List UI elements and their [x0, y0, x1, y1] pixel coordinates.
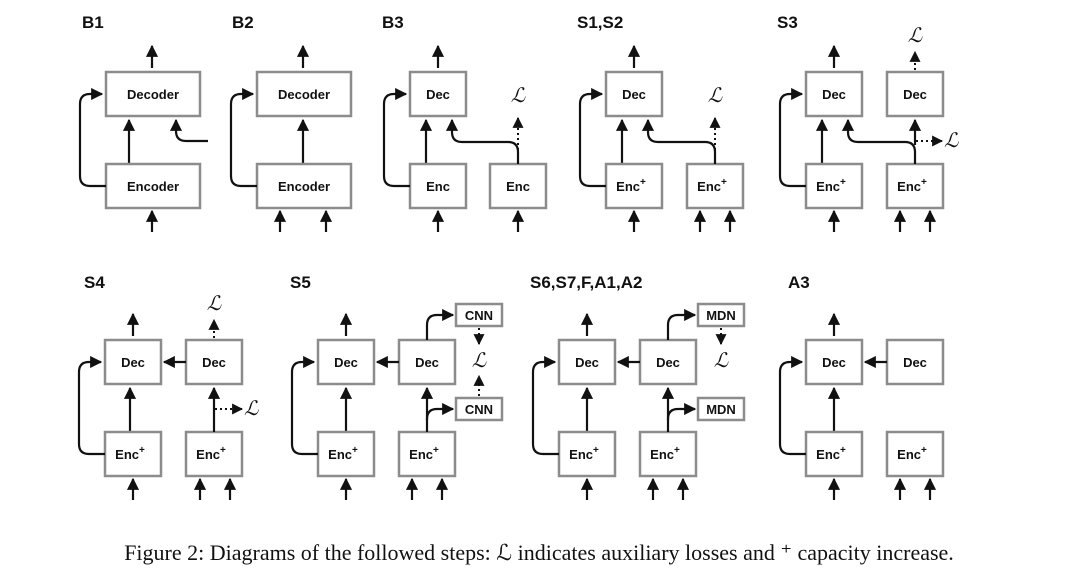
dec-box-2	[885, 70, 945, 118]
dec-box	[408, 70, 468, 118]
aux-loss-symbol-top: ℒ	[207, 291, 222, 315]
dec-box-2	[885, 338, 945, 386]
aux-loss-symbol: ℒ	[472, 348, 487, 372]
dec-box	[103, 338, 163, 386]
panel-s4: S4 Dec Dec ℒ Enc+ Enc+ ℒ	[77, 273, 259, 500]
mdn-box-bottom	[696, 396, 746, 422]
panel-title: B3	[382, 13, 404, 32]
aux-loss-symbol: ℒ	[714, 348, 729, 372]
dec-box	[804, 70, 864, 118]
panel-title: B1	[82, 13, 104, 32]
panel-title: A3	[788, 273, 810, 292]
dec-label: Dec	[426, 87, 450, 102]
panel-a3: A3 Dec Dec Enc+ Enc+	[778, 273, 945, 500]
enc-plus-label: Enc+	[328, 445, 358, 462]
aux-loss-symbol-side: ℒ	[944, 128, 959, 152]
dec-box-2	[397, 338, 457, 386]
enc-plus-label-2: Enc+	[409, 445, 439, 462]
enc-plus-label-2: Enc+	[697, 177, 727, 194]
cnn-label-bottom: CNN	[465, 402, 493, 417]
dec-label-2: Dec	[903, 355, 927, 370]
dec-label: Dec	[575, 355, 599, 370]
encoder-label: Encoder	[278, 179, 330, 194]
dec-label: Dec	[121, 355, 145, 370]
panel-title: S4	[84, 273, 105, 292]
decoder-box	[255, 70, 353, 118]
dec-label-2: Dec	[202, 355, 226, 370]
dec-box	[604, 70, 664, 118]
encoder-box	[104, 162, 202, 210]
panel-title: B2	[232, 13, 254, 32]
enc-plus-box	[604, 162, 664, 210]
dec-box	[804, 338, 864, 386]
enc-label: Enc	[426, 179, 450, 194]
panel-s6-s7-f-a1-a2: S6,S7,F,A1,A2 Dec Dec MDN MDN ℒ Enc+ Enc…	[530, 273, 746, 500]
aux-loss-symbol-side: ℒ	[244, 396, 259, 420]
enc-plus-box-2	[885, 162, 945, 210]
dec-label-2: Dec	[415, 355, 439, 370]
enc-plus-box-2	[184, 430, 244, 478]
enc-plus-box-2	[885, 430, 945, 478]
enc-plus-box-2	[638, 430, 698, 478]
dec-label: Dec	[822, 355, 846, 370]
enc-plus-box-2	[685, 162, 745, 210]
panel-s3: S3 Dec Dec ℒ Enc+ Enc+ ℒ	[777, 13, 959, 232]
decoder-box	[104, 70, 202, 118]
dec-box	[316, 338, 376, 386]
enc-plus-label-2: Enc+	[897, 177, 927, 194]
aux-loss-symbol: ℒ	[511, 83, 526, 107]
cnn-box-bottom	[454, 396, 504, 422]
panel-title: S5	[290, 273, 311, 292]
aux-loss-symbol: ℒ	[708, 83, 723, 107]
cnn-label-top: CNN	[465, 308, 493, 323]
dec-box	[557, 338, 617, 386]
aux-loss-symbol-top: ℒ	[908, 23, 923, 47]
encoder-label: Encoder	[127, 179, 179, 194]
panel-b1: B1 Decoder Encoder	[78, 13, 208, 232]
mdn-label-top: MDN	[706, 308, 736, 323]
mdn-label-bottom: MDN	[706, 402, 736, 417]
dec-box-2	[184, 338, 244, 386]
panel-title: S3	[777, 13, 798, 32]
dec-label: Dec	[822, 87, 846, 102]
enc-plus-label-2: Enc+	[897, 445, 927, 462]
enc-plus-label: Enc+	[115, 445, 145, 462]
steps-diagram: B1 Decoder Encoder B2 Decoder Encoder B3…	[77, 13, 959, 500]
panel-b3: B3 Dec Enc Enc ℒ	[382, 13, 548, 232]
decoder-label: Decoder	[127, 87, 179, 102]
decoder-label: Decoder	[278, 87, 330, 102]
enc-plus-label: Enc+	[616, 177, 646, 194]
enc-plus-label-2: Enc+	[196, 445, 226, 462]
cnn-box-top	[454, 302, 504, 328]
dec-label-2: Dec	[656, 355, 680, 370]
panel-b2: B2 Decoder Encoder	[229, 13, 353, 232]
enc-plus-label-2: Enc+	[650, 445, 680, 462]
panel-title: S6,S7,F,A1,A2	[530, 273, 642, 292]
figure-caption: Figure 2: Diagrams of the followed steps…	[124, 540, 954, 565]
encoder-box	[255, 162, 353, 210]
enc-plus-box	[804, 162, 864, 210]
panel-title: S1,S2	[577, 13, 623, 32]
dec-label-2: Dec	[903, 87, 927, 102]
mdn-box-top	[696, 302, 746, 328]
dec-label: Dec	[334, 355, 358, 370]
panel-s1-s2: S1,S2 Dec Enc+ Enc+ ℒ	[577, 13, 745, 232]
enc-plus-label: Enc+	[816, 445, 846, 462]
enc-plus-label: Enc+	[816, 177, 846, 194]
dec-label: Dec	[622, 87, 646, 102]
enc-box	[408, 162, 468, 210]
panel-s5: S5 Dec Dec CNN CNN ℒ Enc+ Enc+	[290, 273, 504, 500]
enc-plus-label: Enc+	[569, 445, 599, 462]
enc-label-2: Enc	[506, 179, 530, 194]
